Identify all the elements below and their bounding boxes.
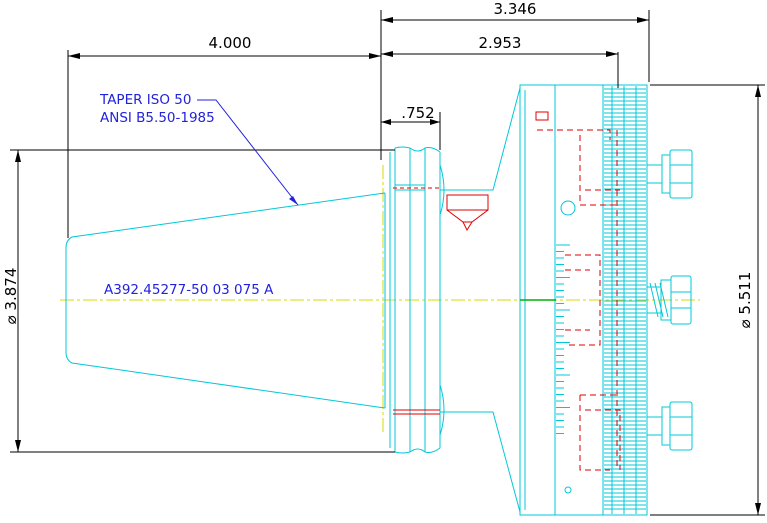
dim-gauge-offset: .752 (401, 104, 434, 122)
drive-slot (446, 194, 489, 232)
hidden-details (535, 111, 621, 494)
flange-grooves (389, 146, 445, 454)
note-leader (197, 99, 299, 206)
screw-bottom (646, 401, 693, 451)
dim-flange-to-end: 2.953 (479, 34, 522, 52)
part-number: A392.45277-50 03 075 A (104, 282, 274, 298)
knurl-pattern (604, 86, 646, 514)
screw-middle (646, 275, 692, 325)
note-taper-ansi: ANSI B5.50-1985 (100, 110, 215, 126)
taper-outline (65, 192, 386, 409)
screw-top (646, 149, 693, 199)
dim-taper-length: 4.000 (209, 34, 252, 52)
note-taper-iso: TAPER ISO 50 (99, 92, 191, 108)
dim-taper-diameter: ⌀ 3.874 (2, 268, 20, 325)
dim-overall-length: 3.346 (494, 0, 537, 18)
dim-flange-diameter: ⌀ 5.511 (736, 272, 754, 329)
scale-ticks (556, 244, 570, 434)
